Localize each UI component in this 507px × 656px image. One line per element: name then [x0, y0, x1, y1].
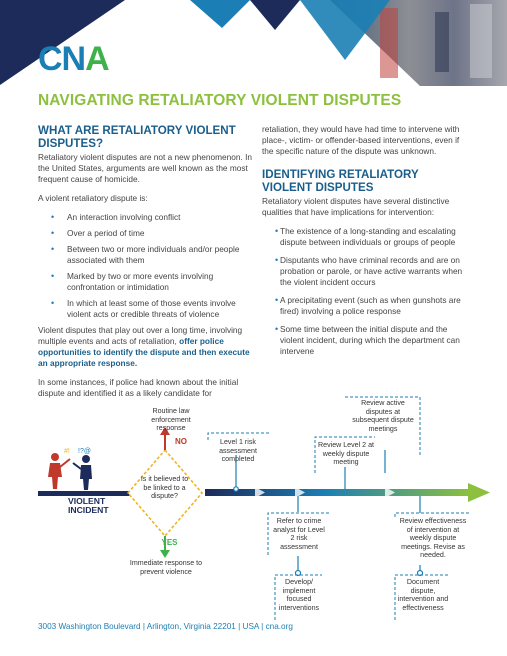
- header-banner-shapes: [0, 0, 507, 86]
- list-item: An interaction involving conflict: [38, 212, 253, 223]
- list-item: A precipitating event (such as when guns…: [262, 295, 472, 317]
- header-graphic: [0, 0, 507, 86]
- document-dispute-label: Document dispute, intervention and effec…: [397, 578, 449, 612]
- list-item: Between two or more individuals and/or p…: [38, 244, 253, 266]
- list-item: In which at least some of those events i…: [38, 298, 253, 320]
- process-flow-diagram: #! !?@ Routine law enforcement response …: [0, 395, 507, 620]
- opportunity-paragraph: Violent disputes that play out over a lo…: [38, 325, 250, 368]
- routine-response-label: Routine law enforcement response: [151, 407, 191, 433]
- no-label: NO: [175, 437, 187, 446]
- conflict-figures-icon: #! !?@: [48, 448, 92, 490]
- list-item: The existence of a long-standing and esc…: [262, 226, 472, 248]
- review-effectiveness-label: Review effectiveness of intervention at …: [399, 517, 467, 560]
- list-intro: A violent retaliatory dispute is:: [38, 193, 148, 203]
- decision-question: Is it believed to be linked to a dispute…: [140, 475, 189, 501]
- yes-arrow: [160, 550, 170, 558]
- list-item: Disputants who have criminal records and…: [262, 255, 472, 288]
- continuation-paragraph: retaliation, they would have had time to…: [262, 124, 460, 156]
- timeline-arrowhead: [468, 483, 490, 502]
- incident-bar: [38, 491, 148, 496]
- right-column: retaliation, they would have had time to…: [262, 124, 472, 364]
- qualities-intro: Retaliatory violent disputes have severa…: [262, 196, 450, 217]
- list-item: Some time between the initial dispute an…: [262, 324, 472, 357]
- violent-incident-label: VIOLENT INCIDENT: [68, 496, 109, 515]
- yes-label: YES: [161, 538, 178, 547]
- level1-assessment-label: Level 1 risk assessment completed: [219, 438, 257, 464]
- section-heading-identifying: IDENTIFYING RETALIATORY VIOLENT DISPUTES: [262, 168, 419, 194]
- section-heading-what: WHAT ARE RETALIATORY VIOLENT DISPUTES?: [38, 124, 236, 150]
- qualities-list: The existence of a long-standing and esc…: [262, 226, 472, 357]
- timeline-arrow: [205, 489, 470, 496]
- decision-diamond: [126, 448, 204, 538]
- cna-logo: CNA: [38, 40, 110, 78]
- refer-analyst-label: Refer to crime analyst for Level 2 risk …: [273, 517, 325, 551]
- develop-interventions-label: Develop/ implement focused interventions: [278, 578, 320, 612]
- immediate-response-label: Immediate response to prevent violence: [129, 559, 203, 576]
- flow-lines: #! !?@: [38, 396, 490, 620]
- page-title: NAVIGATING RETALIATORY VIOLENT DISPUTES: [38, 92, 402, 109]
- svg-text:!?@: !?@: [78, 448, 91, 455]
- highlight-text: offer police opportunities to identify t…: [38, 336, 250, 368]
- intro-paragraph: Retaliatory violent disputes are not a n…: [38, 152, 253, 184]
- review-level2-label: Review Level 2 at weekly dispute meeting: [318, 441, 374, 467]
- instances-paragraph: In some instances, if police had known a…: [38, 377, 239, 398]
- list-item: Marked by two or more events involving c…: [38, 271, 253, 293]
- definition-list: An interaction involving conflict Over a…: [38, 212, 253, 320]
- left-column: WHAT ARE RETALIATORY VIOLENT DISPUTES? R…: [38, 124, 253, 399]
- review-active-label: Review active disputes at subsequent dis…: [352, 399, 414, 433]
- svg-text:#!: #!: [64, 448, 70, 455]
- list-item: Over a period of time: [38, 228, 253, 239]
- footer-address: 3003 Washington Boulevard | Arlington, V…: [38, 622, 293, 631]
- no-arrow: [160, 427, 170, 435]
